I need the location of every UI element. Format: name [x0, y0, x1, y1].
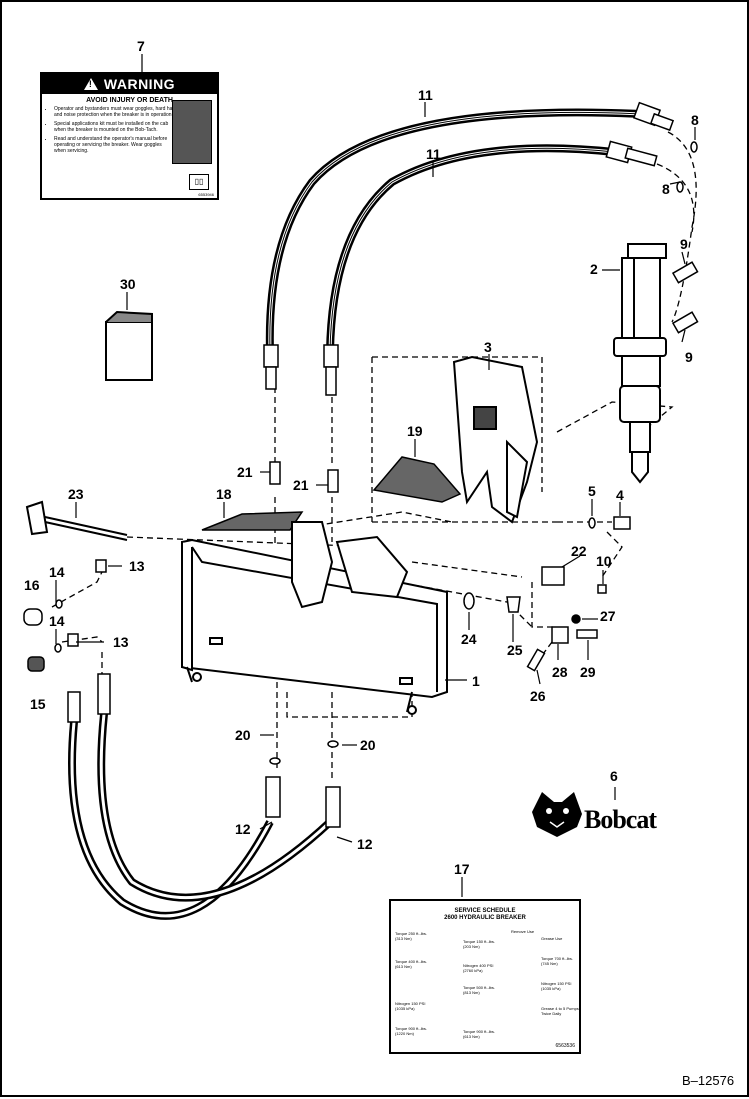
callout-20: 20	[235, 727, 251, 743]
callout-15: 15	[30, 696, 46, 712]
callout-9: 9	[685, 349, 693, 365]
assembly-dashed-lines	[51, 131, 697, 782]
service-schedule-title: SERVICE SCHEDULE 2600 HYDRAULIC BREAKER	[391, 908, 579, 922]
manual-book-icon: ▯▯	[189, 174, 209, 190]
warning-item: Special applications kit must be install…	[54, 121, 174, 133]
warning-subheading: AVOID INJURY OR DEATH	[86, 97, 173, 104]
callout-8: 8	[662, 181, 670, 197]
callout-14: 14	[49, 564, 65, 580]
callout-2: 2	[590, 261, 598, 277]
warning-item: Operator and bystanders must wear goggle…	[54, 106, 174, 118]
mounting-plate	[452, 355, 539, 524]
service-note: Torque 500 ft.-lbs. (813 Nm)	[463, 985, 496, 995]
figure-code: B–12576	[682, 1073, 735, 1088]
callout-24: 24	[461, 631, 477, 647]
callout-28: 28	[552, 664, 568, 680]
bobcat-logo-icon	[532, 792, 582, 837]
service-note: Nitrogen 150 PSI (1035 kPa)	[395, 1001, 426, 1011]
warning-decal: ! WARNING AVOID INJURY OR DEATH Operator…	[40, 72, 219, 200]
callout-22: 22	[571, 543, 587, 559]
service-schedule-decal: SERVICE SCHEDULE 2600 HYDRAULIC BREAKER …	[389, 899, 581, 1054]
callout-12: 12	[235, 821, 251, 837]
service-schedule-title-line2: 2600 HYDRAULIC BREAKER	[444, 915, 526, 921]
callout-20: 20	[360, 737, 376, 753]
callout-18: 19	[407, 423, 423, 439]
callout-4: 4	[616, 487, 624, 503]
hydraulic-breaker	[613, 243, 667, 484]
warning-list: Operator and bystanders must wear goggle…	[42, 106, 174, 154]
service-note: Grease 4 to 5 Pumps Twice Daily	[541, 1006, 579, 1016]
callout-12: 12	[357, 836, 373, 852]
callout-14: 14	[49, 613, 65, 629]
service-note: Torque 700 ft.-lbs. (745 Nm)	[541, 956, 574, 966]
hose-fittings-top	[263, 101, 675, 396]
item-30-block	[105, 310, 153, 381]
o-rings	[54, 141, 698, 765]
callout-7: 6	[610, 768, 618, 784]
callout-21: 21	[237, 464, 253, 480]
service-note: Nitrogen 400 PSI (2760 kPa)	[463, 963, 494, 973]
callout-11: 11	[426, 146, 441, 162]
callout-21: 21	[293, 477, 309, 493]
service-note: Grease Use	[541, 936, 563, 941]
mounting-hardware	[463, 516, 631, 672]
callout-26: 26	[530, 688, 546, 704]
callout-29: 29	[580, 664, 596, 680]
callout-8: 8	[691, 112, 699, 128]
callout-27: 27	[600, 608, 616, 624]
bobcat-brand-name: Bobcat	[584, 805, 657, 834]
service-schedule-title-line1: SERVICE SCHEDULE	[454, 908, 516, 914]
service-note: Torque 150 ft.-lbs. (203 Nm)	[463, 939, 496, 949]
t-handle-pin	[25, 500, 128, 541]
warning-header: ! WARNING	[42, 74, 217, 94]
callout-17: 18	[216, 486, 232, 502]
lower-hoses	[68, 713, 333, 920]
warning-item: Read and understand the operator's manua…	[54, 136, 174, 154]
callout-6: 7	[137, 38, 145, 54]
service-note: Torque 900 ft.-lbs. (613 Nm)	[463, 1029, 496, 1039]
service-note: Remove Use	[511, 929, 535, 934]
callout-13: 13	[113, 634, 129, 650]
callout-25: 25	[507, 642, 523, 658]
callout-3: 3	[484, 339, 492, 355]
service-schedule-code: 6563536	[555, 1043, 575, 1049]
callout-leaders	[55, 54, 696, 897]
callout-13: 13	[129, 558, 145, 574]
callout-30: 30	[120, 276, 136, 292]
upper-hoses	[265, 108, 643, 353]
service-note: Torque 250 ft.-lbs. (313 Nm)	[395, 931, 428, 941]
attachment-frame	[181, 521, 448, 715]
callout-16: 16	[24, 577, 40, 593]
breaker-fittings	[671, 261, 699, 334]
service-note: Nitrogen 150 PSI (1035 kPa)	[541, 981, 572, 991]
callout-5: 5	[588, 483, 596, 499]
service-note: Torque 900 ft.-lbs. (1220 Nm)	[395, 1026, 428, 1036]
warning-decal-code: 6553946	[198, 192, 214, 197]
service-note: Torque 400 ft.-lbs. (613 Nm)	[395, 959, 428, 969]
warning-triangle-icon: !	[83, 78, 98, 90]
callout-11: 11	[418, 87, 433, 103]
callout-9: 9	[680, 236, 688, 252]
callout-19: 17	[454, 861, 470, 877]
callout-10: 10	[596, 553, 612, 569]
wear-plates	[201, 456, 462, 531]
callout-1: 1	[472, 673, 480, 689]
adapter-fittings	[269, 461, 339, 493]
lower-hose-fittings	[67, 673, 341, 828]
operator-safety-icon	[172, 100, 212, 164]
coupler-hardware	[23, 559, 107, 672]
warning-heading: WARNING	[103, 76, 176, 92]
callout-23: 23	[68, 486, 84, 502]
